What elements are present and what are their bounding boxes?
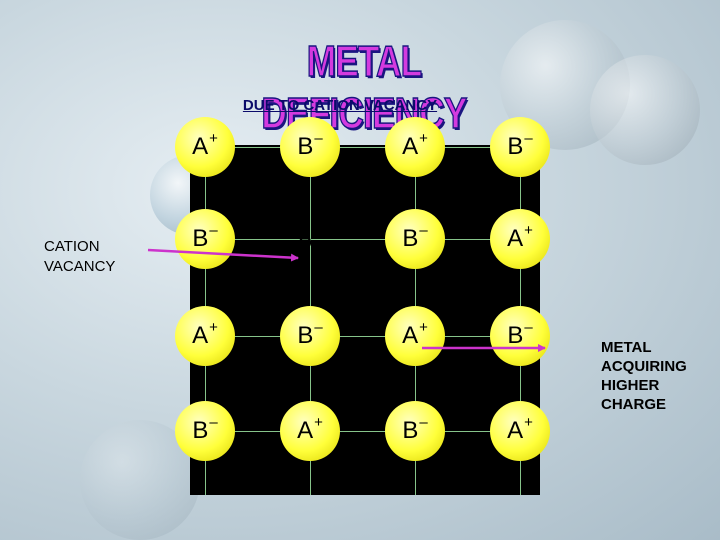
ion-symbol: B (192, 417, 209, 444)
ion-charge: – (209, 413, 218, 431)
ion-charge: – (314, 129, 323, 147)
cation-a: A+ (280, 209, 340, 269)
slide-subtitle: DUE TO CATION VACANCY (242, 97, 438, 114)
ion-charge: + (209, 129, 218, 147)
ion-symbol: A (402, 322, 419, 349)
ion-charge: + (419, 129, 428, 147)
ion-charge: – (209, 221, 218, 239)
ion-symbol: B (192, 225, 209, 252)
ion-charge: + (524, 221, 533, 239)
slide-title: METAL DEFICIENCY (261, 36, 468, 139)
ion-symbol: A (297, 417, 314, 444)
ion-symbol: B (297, 322, 314, 349)
ion-symbol: A (507, 225, 524, 252)
label-line: ACQUIRING (601, 358, 687, 375)
ion-symbol: B (297, 133, 314, 160)
ion-charge: + (419, 318, 428, 336)
ion-symbol: A (507, 417, 524, 444)
vacancy-arrow (147, 248, 299, 262)
label-line: CATION (44, 238, 100, 255)
ion-symbol: A (402, 133, 419, 160)
cation-a: A+ (175, 117, 235, 177)
cation-a: A+ (280, 401, 340, 461)
ion-symbol: B (507, 322, 524, 349)
anion-b: B– (280, 306, 340, 366)
label-line: HIGHER (601, 377, 660, 394)
cation-vacancy-label: CATION VACANCY (44, 237, 115, 277)
label-line: CHARGE (601, 396, 667, 413)
anion-b: B– (490, 117, 550, 177)
ion-symbol: B (507, 133, 524, 160)
crystal-lattice: A+B–A+B–B–A+B–A+A+B–A+B–B–A+B–A+ (175, 117, 550, 495)
cation-a: A+ (385, 117, 445, 177)
anion-b: B– (490, 306, 550, 366)
ion-charge: + (524, 413, 533, 431)
lattice-grid-line (190, 239, 540, 240)
ion-charge: – (524, 129, 533, 147)
anion-b: B– (385, 401, 445, 461)
anion-b: B– (385, 209, 445, 269)
ion-charge: + (314, 221, 323, 239)
lattice-grid-line (190, 431, 540, 432)
ion-symbol: B (402, 417, 419, 444)
lattice-grid-line (190, 336, 540, 337)
ion-charge: – (419, 413, 428, 431)
cation-a: A+ (385, 306, 445, 366)
ion-charge: – (314, 318, 323, 336)
anion-b: B– (175, 209, 235, 269)
ion-charge: + (314, 413, 323, 431)
cation-a: A+ (175, 306, 235, 366)
ion-symbol: A (192, 133, 209, 160)
lattice-grid-line (190, 147, 540, 148)
anion-b: B– (280, 117, 340, 177)
background-sphere (590, 55, 700, 165)
ion-charge: – (419, 221, 428, 239)
anion-b: B– (175, 401, 235, 461)
label-line: VACANCY (44, 258, 116, 275)
cation-a: A+ (490, 209, 550, 269)
ion-symbol: A (192, 322, 209, 349)
ion-charge: – (524, 318, 533, 336)
ion-charge: + (209, 318, 218, 336)
metal-charge-label: METAL ACQUIRING HIGHER CHARGE (601, 338, 687, 414)
ion-symbol: A (297, 225, 314, 252)
label-line: METAL (601, 339, 652, 356)
ion-symbol: B (402, 225, 419, 252)
cation-a: A+ (490, 401, 550, 461)
